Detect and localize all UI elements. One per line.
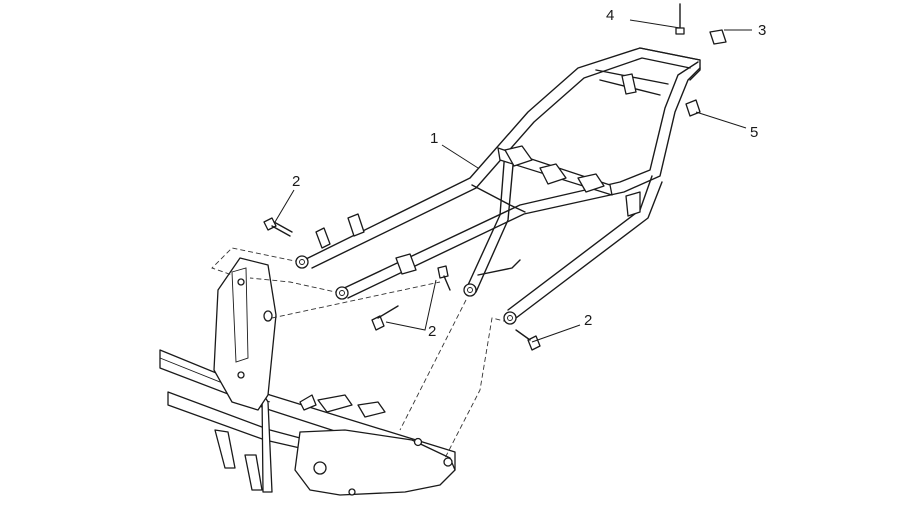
bolt-center-lower xyxy=(371,305,399,331)
callout-4: 4 xyxy=(606,7,614,24)
bolt-right xyxy=(515,329,541,351)
callout-5: 5 xyxy=(750,124,758,141)
rear-subframe xyxy=(295,47,701,325)
screw-top xyxy=(675,3,685,35)
alignment-lines xyxy=(211,247,509,459)
callout-2-left: 2 xyxy=(292,173,300,190)
callout-3: 3 xyxy=(758,22,766,39)
cap-nut xyxy=(709,29,727,45)
callout-2-right: 2 xyxy=(584,312,592,329)
main-frame xyxy=(159,257,456,496)
bolt-center-upper xyxy=(437,265,451,291)
callout-1: 1 xyxy=(430,130,438,147)
callout-2-center: 2 xyxy=(428,323,436,340)
leader-lines xyxy=(274,19,752,343)
bolt-left xyxy=(263,217,293,237)
clip xyxy=(685,99,701,117)
fasteners xyxy=(263,3,727,351)
